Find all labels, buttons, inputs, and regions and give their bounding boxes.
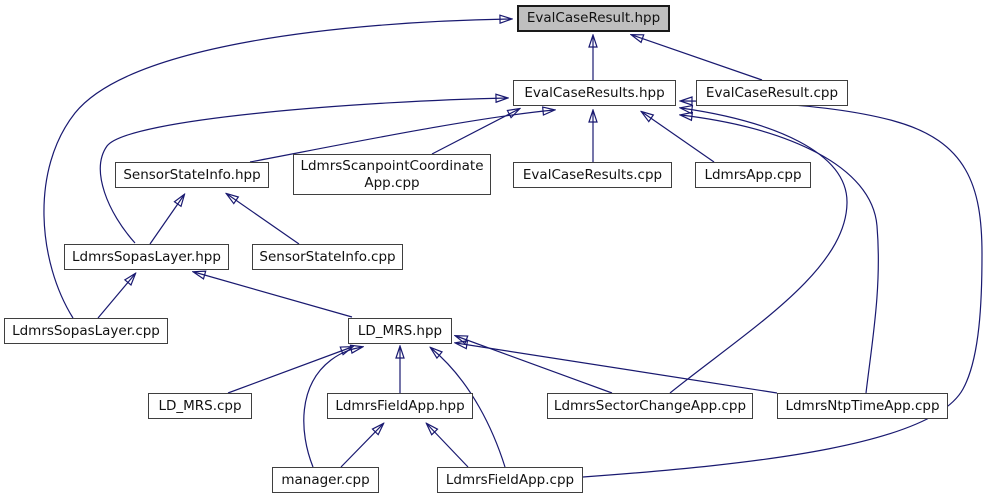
edge-ldmrssopaslayer-cpp-to-ldmrssopaslayer-hpp	[97, 274, 135, 319]
node-label: LdmrsFieldApp.cpp	[445, 471, 575, 488]
node-label: SensorStateInfo.hpp	[123, 166, 261, 183]
node-label: manager.cpp	[281, 471, 370, 488]
node-label: LdmrsSopasLayer.hpp	[72, 248, 221, 265]
node-label: EvalCaseResults.hpp	[524, 84, 665, 101]
edge-ldmrsntptimeapp-cpp-to-evalcaseresults-hpp	[681, 115, 879, 394]
node-ld-mrs-hpp[interactable]: LD_MRS.hpp	[348, 318, 452, 344]
node-ldmrsfieldapp-hpp[interactable]: LdmrsFieldApp.hpp	[327, 393, 473, 419]
edge-ldmrssopaslayer-hpp-to-sensorstateinfo-hpp	[149, 195, 184, 245]
node-label: App.cpp	[364, 174, 420, 191]
node-evalcaseresult-cpp[interactable]: EvalCaseResult.cpp	[696, 80, 848, 106]
edge-sensorstateinfo-cpp-to-sensorstateinfo-hpp	[227, 194, 300, 245]
edge-manager-cpp-to-ldmrsfieldapp-hpp	[340, 424, 383, 468]
node-evalcaseresult-hpp[interactable]: EvalCaseResult.hpp	[517, 5, 670, 32]
node-ldmrsntptimeapp-cpp[interactable]: LdmrsNtpTimeApp.cpp	[777, 393, 948, 419]
edge-ldmrsapp-cpp-to-evalcaseresults-hpp	[642, 112, 715, 163]
node-label: LD_MRS.cpp	[158, 397, 242, 414]
node-ldmrssopaslayer-cpp[interactable]: LdmrsSopasLayer.cpp	[4, 318, 168, 344]
edge-ldmrssectorchangeapp-cpp-to-evalcaseresults-hpp	[669, 108, 848, 394]
node-label: EvalCaseResult.cpp	[705, 84, 839, 101]
node-sensorstateinfo-cpp[interactable]: SensorStateInfo.cpp	[252, 244, 403, 270]
edge-ldmrssopaslayer-hpp-to-evalcaseresults-hpp	[99, 98, 507, 244]
node-ldmrssectorchangeapp-cpp[interactable]: LdmrsSectorChangeApp.cpp	[547, 393, 753, 419]
node-sensorstateinfo-hpp[interactable]: SensorStateInfo.hpp	[115, 162, 269, 188]
node-evalcaseresults-cpp[interactable]: EvalCaseResults.cpp	[513, 162, 672, 188]
node-label: LdmrsFieldApp.hpp	[335, 397, 465, 414]
edge-ldmrsscanpointcoordinateapp-cpp-to-evalcaseresults-hpp	[431, 109, 519, 155]
edge-evalcaseresult-cpp-to-evalcaseresult-hpp	[632, 35, 763, 81]
edge-ldmrsfieldapp-cpp-to-ldmrsfieldapp-hpp	[427, 424, 469, 468]
node-label: LdmrsSopasLayer.cpp	[12, 322, 160, 339]
node-label: LdmrsNtpTimeApp.cpp	[785, 397, 940, 414]
edge-ldmrsfieldapp-cpp-to-ld-mrs-hpp	[431, 348, 506, 468]
node-label: LdmrsScanpointCoordinate	[300, 157, 484, 174]
edge-ldmrsfieldapp-cpp-to-evalcaseresults-hpp	[582, 101, 983, 478]
node-ldmrssopaslayer-hpp[interactable]: LdmrsSopasLayer.hpp	[64, 244, 229, 270]
node-label: LdmrsApp.cpp	[704, 166, 802, 183]
node-label: EvalCaseResults.cpp	[522, 166, 663, 183]
edge-ld-mrs-cpp-to-ld-mrs-hpp	[227, 347, 352, 394]
node-evalcaseresults-hpp[interactable]: EvalCaseResults.hpp	[513, 80, 676, 106]
node-label: LdmrsSectorChangeApp.cpp	[553, 397, 747, 414]
node-ldmrsfieldapp-cpp[interactable]: LdmrsFieldApp.cpp	[437, 467, 583, 493]
node-label: EvalCaseResult.hpp	[526, 10, 661, 27]
edge-ldmrssectorchangeapp-cpp-to-ld-mrs-hpp	[456, 336, 613, 394]
edge-ld-mrs-hpp-to-ldmrssopaslayer-hpp	[194, 272, 353, 318]
node-manager-cpp[interactable]: manager.cpp	[272, 467, 379, 493]
node-ldmrsapp-cpp[interactable]: LdmrsApp.cpp	[695, 162, 811, 188]
node-label: SensorStateInfo.cpp	[259, 248, 396, 265]
node-label: LD_MRS.hpp	[357, 322, 443, 339]
edge-manager-cpp-to-ld-mrs-hpp	[303, 347, 362, 468]
edge-ldmrsntptimeapp-cpp-to-ld-mrs-hpp	[456, 343, 778, 394]
edge-ldmrssopaslayer-cpp-to-evalcaseresult-hpp	[43, 19, 511, 319]
node-ld-mrs-cpp[interactable]: LD_MRS.cpp	[148, 393, 252, 419]
